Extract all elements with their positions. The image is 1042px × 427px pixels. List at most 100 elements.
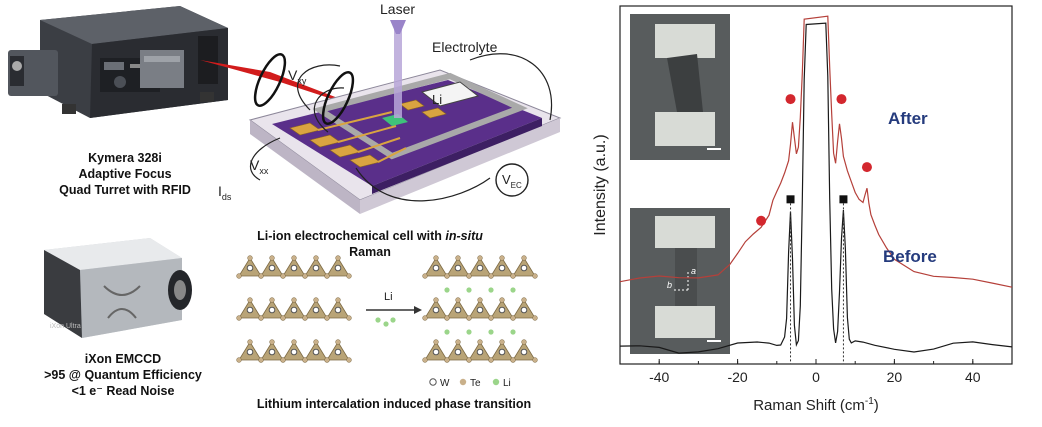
te-atom [466,273,472,279]
phase-transition-svg: Li W Te Li [236,255,538,389]
w-atom [268,264,276,272]
te-atom [291,339,297,345]
w-atom [312,306,320,314]
te-atom [346,357,352,363]
te-atom [510,357,516,363]
w-atom [290,264,298,272]
camera-illustration: iXon Ultra [44,238,192,338]
spectrograph-photo [0,0,240,135]
te-atom [433,297,439,303]
w-atom [268,348,276,356]
te-atom [477,339,483,345]
te-atom [280,357,286,363]
te-atom [521,339,527,345]
te-atom [477,297,483,303]
w-atom [246,348,254,356]
te-atom [455,339,461,345]
ids-label: Ids [218,183,232,202]
x-axis-label: Raman Shift (cm-1) [753,396,879,414]
te-atom [291,255,297,261]
te-atom [280,315,286,321]
caption-line: >95 @ Quantum Efficiency [44,368,202,382]
te-atom [258,315,264,321]
te-atom [422,315,428,321]
cell-caption: Li-ion electrochemical cell with in-situ… [240,228,500,260]
te-atom [346,273,352,279]
te-atom [269,297,275,303]
after-peak-marker [756,215,767,226]
te-atom [302,273,308,279]
te-atom [466,315,472,321]
te-atom [510,315,516,321]
w-atom [476,306,484,314]
te-atom [313,255,319,261]
te-atom [313,297,319,303]
w-atom [334,264,342,272]
li-atom [510,329,516,335]
te-atom [444,273,450,279]
w-atom [312,264,320,272]
cell-schematic: Laser Electrolyte Li Vxy Vxx Ids VEC [160,0,580,230]
vxx-label: Vxx [250,157,269,176]
caption-line: Lithium intercalation induced phase tran… [256,397,532,411]
after-peak-marker [861,162,872,173]
te-atom [280,273,286,279]
te-atom [313,339,319,345]
te-atom [346,315,352,321]
lattice-before [236,255,352,363]
te-atom [324,315,330,321]
spectrograph-caption: Kymera 328i Adaptive Focus Quad Turret w… [40,150,210,198]
laser-label: Laser [380,1,415,17]
x-tick-label: 20 [887,369,903,385]
te-atom [433,339,439,345]
te-atom [532,273,538,279]
inset-after-micrograph [630,14,730,160]
te-atom [291,297,297,303]
te-atom [466,357,472,363]
te-atom [335,255,341,261]
te-atom [335,297,341,303]
w-atom [520,348,528,356]
w-atom [454,306,462,314]
w-atom [520,306,528,314]
x-tick-label: -20 [727,369,747,385]
te-atom [236,357,242,363]
te-atom [532,315,538,321]
after-label: After [888,109,928,128]
electrolyte-label: Electrolyte [432,39,498,55]
caption-line: Quad Turret with RFID [59,183,191,197]
inset-before-micrograph: a b [630,208,730,354]
x-tick-label: 40 [965,369,981,385]
te-atom [521,255,527,261]
caption-line: Li-ion electrochemical cell with in-situ [257,229,483,243]
after-peak-marker [785,94,796,105]
legend-te: Te [470,378,481,389]
phase-transition-diagram: Li W Te Li [228,248,578,398]
li-atom [488,287,494,293]
spectrograph-illustration [8,6,228,118]
vec-label: VEC [502,172,522,190]
raman-series [619,15,1013,354]
w-atom [476,264,484,272]
y-axis-label: Intensity (a.u.) [592,134,609,235]
li-atom [466,287,472,293]
te-atom [236,315,242,321]
vxy-label: Vxy [288,67,307,86]
w-atom [498,348,506,356]
lattice-after [422,255,538,363]
w-atom [498,264,506,272]
w-atom [498,306,506,314]
phase-caption: Lithium intercalation induced phase tran… [214,396,574,412]
w-atom [432,264,440,272]
before-label: Before [883,247,937,266]
w-atom [334,306,342,314]
te-atom [335,339,341,345]
te-atom [499,255,505,261]
lattice-legend: W Te Li [429,378,511,389]
inset-axis-b: b [667,280,672,290]
li-atom [488,329,494,335]
li-label: Li [432,92,442,107]
camera-brand-text: iXon Ultra [50,323,81,330]
w-atom [246,264,254,272]
